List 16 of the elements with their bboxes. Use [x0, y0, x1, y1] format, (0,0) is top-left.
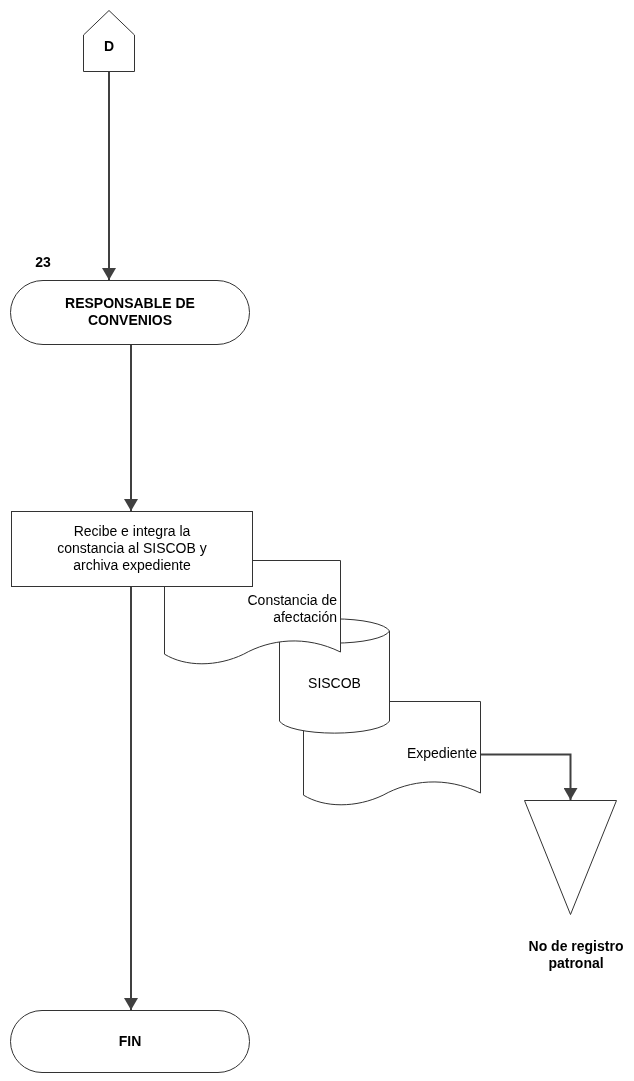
step-number: 23: [34, 254, 52, 271]
node-label: Recibe e integra la constancia al SISCOB y archiva expediente: [56, 523, 208, 574]
arrow: [124, 344, 138, 512]
node-label: Expediente: [405, 745, 477, 762]
arrow: [102, 71, 116, 281]
process-box: [11, 511, 253, 587]
off-page-connector: [83, 10, 135, 72]
node-caption: No de registro patronal: [527, 938, 625, 972]
arrow: [480, 753, 578, 801]
node-label: FIN: [117, 1033, 143, 1050]
triangle-shape: [524, 800, 617, 915]
arrow: [124, 586, 138, 1011]
node-label: D: [102, 38, 116, 55]
node-label: Constancia de afectación: [246, 592, 337, 626]
node-label: SISCOB: [307, 675, 362, 692]
node-label: RESPONSABLE DE CONVENIOS: [64, 295, 196, 329]
